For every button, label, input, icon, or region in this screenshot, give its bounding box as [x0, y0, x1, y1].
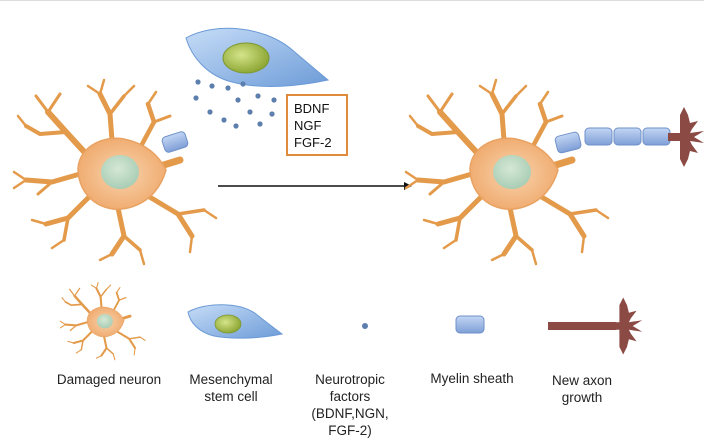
legend-line: Neurotropic	[315, 372, 385, 387]
legend-line: New axon	[551, 373, 613, 388]
legend-line: Damaged neuron	[56, 372, 162, 387]
legend-new-axon-icon	[548, 297, 643, 355]
legend-label-stem-cell: Mesenchymal stem cell	[176, 371, 286, 405]
legend-line: (BDNF,NGN,	[311, 406, 389, 421]
mesenchymal-stem-cell	[185, 27, 330, 87]
myelin-segment	[161, 131, 189, 153]
growth-factors-box: BDNF NGF FGF-2	[286, 94, 348, 156]
legend-label-myelin-sheath: Myelin sheath	[412, 370, 532, 387]
legend-line: factors	[329, 389, 371, 404]
repaired-neuron	[406, 80, 704, 264]
legend-line: stem cell	[204, 389, 258, 404]
myelin-chain	[554, 127, 671, 154]
legend-damaged-neuron-icon	[58, 281, 147, 362]
legend-label-new-axon-growth: New axon growth	[536, 372, 628, 406]
legend-line: FGF-2)	[328, 423, 372, 438]
legend-line: growth	[561, 390, 603, 405]
factor-ngf: NGF	[294, 118, 322, 133]
legend-label-damaged-neuron: Damaged neuron	[44, 371, 174, 388]
transition-arrow	[218, 182, 412, 190]
legend-myelin-icon	[455, 315, 485, 334]
factor-fgf2: FGF-2	[294, 135, 332, 150]
top-border	[0, 0, 704, 2]
axon-terminal-icon	[668, 107, 704, 167]
legend-line: Myelin sheath	[430, 371, 514, 386]
legend-stem-cell-icon	[187, 304, 284, 339]
factor-bdnf: BDNF	[294, 101, 330, 116]
neurotrophic-factor-dots	[193, 79, 277, 129]
legend-factor-dot-icon	[362, 323, 368, 329]
damaged-neuron	[14, 80, 216, 264]
legend-label-neurotropic-factors: Neurotropic factors (BDNF,NGN, FGF-2)	[298, 371, 402, 439]
legend-line: Mesenchymal	[189, 372, 273, 387]
